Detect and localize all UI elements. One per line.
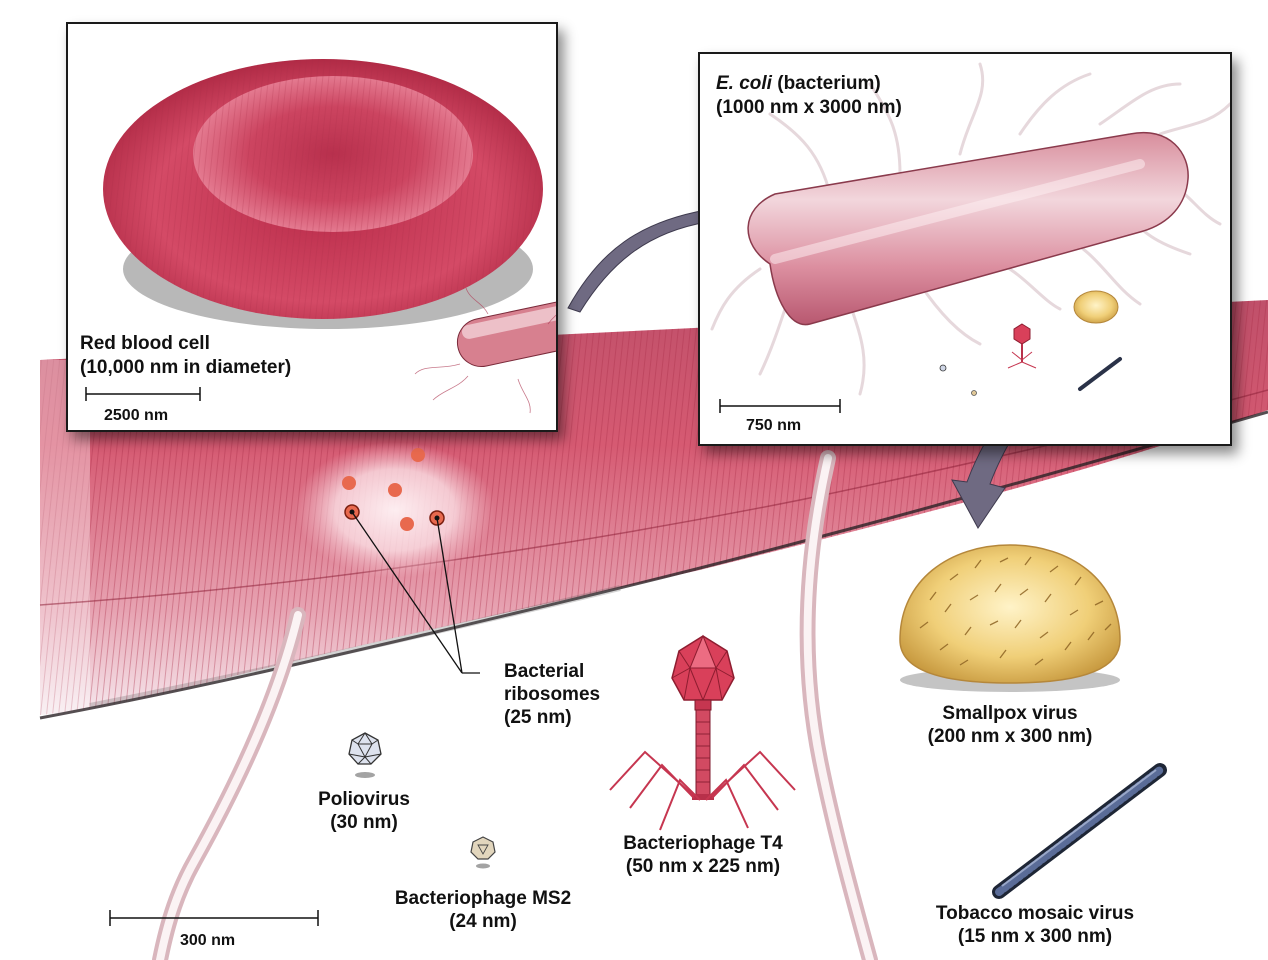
- ribosomes-label-line2: ribosomes: [504, 684, 601, 705]
- ecoli-scale-label: 750 nm: [746, 417, 802, 434]
- smallpox-size: (200 nm x 300 nm): [927, 726, 1093, 747]
- red-blood-cell-panel: Red blood cell (10,000 nm in diameter) 2…: [66, 22, 558, 432]
- ecoli-panel-smallpox: [1073, 290, 1119, 324]
- tmv-label: Tobacco mosaic virus (15 nm x 300 nm): [922, 902, 1148, 948]
- large-bacterium-pili: [152, 450, 878, 960]
- ribosomes-label-line3: (25 nm): [504, 707, 572, 728]
- ribosome-leader-line: [351, 511, 463, 674]
- t4-name: Bacteriophage T4: [623, 833, 783, 854]
- ecoli-size: (1000 nm x 3000 nm): [716, 97, 902, 118]
- bacteriophage-ms2-particle: [470, 836, 496, 869]
- tmv-size: (15 nm x 300 nm): [957, 926, 1113, 947]
- ms2-size: (24 nm): [449, 911, 517, 932]
- bacterial-ribosomes: [342, 448, 480, 674]
- smallpox-name: Smallpox virus: [942, 703, 1078, 724]
- tmv-name: Tobacco mosaic virus: [935, 903, 1135, 924]
- ribosomes-label-line1: Bacterial: [504, 661, 585, 682]
- rbc-panel-art: [85, 59, 556, 414]
- bacteriophage-t4-particle: [609, 634, 796, 831]
- smallpox-label: Smallpox virus (200 nm x 300 nm): [905, 702, 1115, 748]
- t4-label: Bacteriophage T4 (50 nm x 225 nm): [598, 832, 808, 878]
- t4-size: (50 nm x 225 nm): [625, 856, 781, 877]
- ecoli-title-rest: (bacterium): [771, 73, 881, 94]
- ecoli-panel-t4: [1007, 323, 1037, 369]
- ecoli-panel-art: [710, 62, 1230, 413]
- rbc-title: Red blood cell: [80, 333, 210, 354]
- ecoli-title-italic: E. coli: [716, 73, 772, 94]
- ecoli-title: E. coli (bacterium): [716, 72, 881, 95]
- ribosome: [388, 483, 402, 497]
- ms2-name: Bacteriophage MS2: [394, 888, 572, 909]
- poliovirus-label: Poliovirus (30 nm): [300, 788, 428, 834]
- rbc-size: (10,000 nm in diameter): [80, 357, 292, 378]
- ribosome-leader-line: [436, 517, 463, 674]
- ecoli-panel: E. coli (bacterium) (1000 nm x 3000 nm) …: [698, 52, 1232, 446]
- poliovirus-size: (30 nm): [330, 812, 398, 833]
- ribosome: [342, 476, 356, 490]
- ecoli-panel-tmv: [1078, 357, 1122, 391]
- tobacco-mosaic-virus-particle: [992, 763, 1167, 899]
- t4-tail-fibers: [609, 750, 796, 831]
- rbc-panel-ecoli: [414, 287, 556, 414]
- ribosomes-label: Bacterial ribosomes (25 nm): [504, 660, 600, 729]
- ribosome: [400, 517, 414, 531]
- ms2-label: Bacteriophage MS2 (24 nm): [370, 887, 596, 933]
- poliovirus-name: Poliovirus: [318, 789, 410, 810]
- smallpox-virus-particle: [899, 544, 1121, 692]
- main-scale-label: 300 nm: [180, 932, 236, 949]
- rbc-scale-label: 2500 nm: [104, 407, 169, 424]
- poliovirus-particle: [348, 732, 382, 778]
- ecoli-cell: [747, 131, 1189, 326]
- main-scale-bar: [109, 910, 319, 926]
- ribosome: [411, 448, 425, 462]
